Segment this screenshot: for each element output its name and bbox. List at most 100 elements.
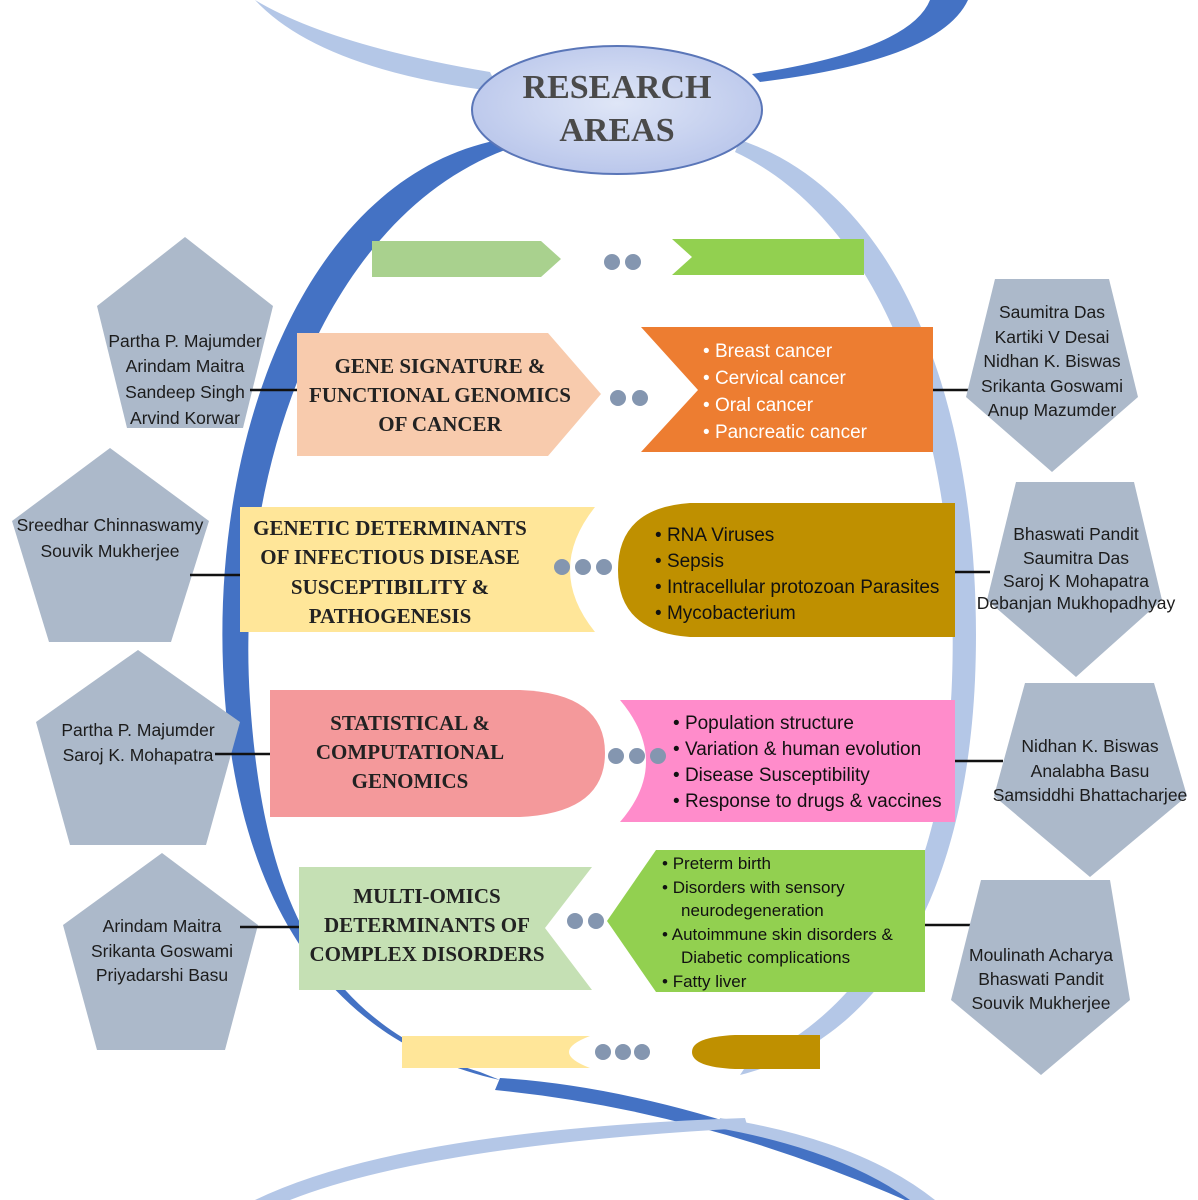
area1-title-line: FUNCTIONAL GENOMICS xyxy=(309,383,571,407)
area2-bullet-box xyxy=(618,503,955,637)
deco-top-left-arrow xyxy=(372,241,561,277)
area2-right-pentagon xyxy=(987,482,1162,677)
area2-right-name: Saroj K Mohapatra xyxy=(1003,571,1149,591)
area2-bullet: • Mycobacterium xyxy=(655,603,796,624)
deco-dot xyxy=(634,1044,650,1060)
deco-dot xyxy=(625,254,641,270)
area2-dot xyxy=(575,559,591,575)
area3-left-pentagon xyxy=(36,650,240,845)
area4-title-box xyxy=(299,867,592,990)
deco-bottom-left-shape xyxy=(402,1036,590,1068)
helix-top-light-crescent xyxy=(255,0,500,92)
title-line2: AREAS xyxy=(559,112,674,149)
area4-right-pentagon xyxy=(951,880,1130,1075)
area2-title-line: GENETIC DETERMINANTS xyxy=(253,516,527,540)
area1-right-name: Nidhan K. Biswas xyxy=(983,351,1120,371)
area-multi-omics: Arindam Maitra Srikanta Goswami Priyadar… xyxy=(63,850,1130,1075)
area4-bullet-cont: neurodegeneration xyxy=(681,901,824,920)
area4-bullet: • Fatty liver xyxy=(662,972,747,991)
deco-dot xyxy=(615,1044,631,1060)
area3-dot xyxy=(629,748,645,764)
area2-left-name: Souvik Mukherjee xyxy=(40,541,179,561)
area2-left-name: Sreedhar Chinnaswamy xyxy=(17,515,204,535)
area1-bullet: • Cervical cancer xyxy=(703,368,847,389)
area1-title-line: GENE SIGNATURE & xyxy=(335,354,546,378)
area4-left-name: Arindam Maitra xyxy=(103,916,222,936)
area3-title-line: COMPUTATIONAL xyxy=(316,740,504,764)
area3-title-line: STATISTICAL & xyxy=(330,711,490,735)
area4-left-pentagon xyxy=(63,853,258,1050)
area3-bullet: • Disease Susceptibility xyxy=(673,765,870,786)
area-statistical-genomics: Partha P. Majumder Saroj K. Mohapatra ST… xyxy=(36,650,1187,877)
area1-bullet: • Pancreatic cancer xyxy=(703,422,868,443)
area1-left-name: Arindam Maitra xyxy=(126,356,245,376)
area1-bullet-box xyxy=(641,327,933,452)
area-gene-signature: Partha P. Majumder Arindam Maitra Sandee… xyxy=(97,237,1138,472)
area1-bullet: • Breast cancer xyxy=(703,341,833,362)
area3-left-name: Saroj K. Mohapatra xyxy=(63,745,214,765)
area-infectious-disease: Sreedhar Chinnaswamy Souvik Mukherjee GE… xyxy=(12,448,1175,677)
area4-left-name: Srikanta Goswami xyxy=(91,941,233,961)
area3-right-name: Samsiddhi Bhattacharjee xyxy=(993,785,1188,805)
area2-dot xyxy=(596,559,612,575)
deco-dot xyxy=(604,254,620,270)
area4-bullet-cont: Diabetic complications xyxy=(681,948,850,967)
area4-bullet: • Disorders with sensory xyxy=(662,878,845,897)
area3-dot xyxy=(650,748,666,764)
area1-bullet: • Oral cancer xyxy=(703,395,814,416)
area4-dot xyxy=(588,913,604,929)
helix-bottom-light-crescent xyxy=(255,1118,748,1200)
area1-left-name: Sandeep Singh xyxy=(125,382,245,402)
area4-title-line: MULTI-OMICS xyxy=(353,884,500,908)
area2-dot xyxy=(554,559,570,575)
deco-top-right-arrow xyxy=(672,239,864,275)
area1-left-pentagon xyxy=(97,237,273,428)
area1-left-name: Arvind Korwar xyxy=(130,408,240,428)
area2-right-name: Debanjan Mukhopadhyay xyxy=(977,593,1176,613)
area4-dot xyxy=(567,913,583,929)
area2-right-name: Bhaswati Pandit xyxy=(1013,524,1139,544)
area3-bullet-box xyxy=(620,700,955,822)
deco-bottom-right-shape xyxy=(692,1035,820,1069)
area2-bullet: • Sepsis xyxy=(655,551,724,572)
area4-bullet: • Autoimmune skin disorders & xyxy=(662,925,894,944)
area1-dot xyxy=(632,390,648,406)
area2-right-name: Saumitra Das xyxy=(1023,548,1129,568)
area3-right-pentagon xyxy=(994,683,1187,877)
area2-bullet: • Intracellular protozoan Parasites xyxy=(655,577,939,598)
deco-dot xyxy=(595,1044,611,1060)
area1-title-box xyxy=(297,333,601,456)
area2-title-line: OF INFECTIOUS DISEASE xyxy=(260,545,519,569)
area3-title-box xyxy=(270,690,605,817)
area2-left-pentagon xyxy=(12,448,209,642)
area4-bullet-box xyxy=(607,850,925,992)
area4-right-name: Bhaswati Pandit xyxy=(978,969,1104,989)
helix-bottom-light-crescent-right xyxy=(718,1118,935,1200)
area1-title-line: OF CANCER xyxy=(378,412,502,436)
area1-right-name: Saumitra Das xyxy=(999,302,1105,322)
area1-left-name: Partha P. Majumder xyxy=(108,331,262,351)
area3-right-name: Nidhan K. Biswas xyxy=(1021,736,1158,756)
title-line1: RESEARCH xyxy=(523,69,712,106)
area1-right-name: Kartiki V Desai xyxy=(995,327,1110,347)
area2-title-line: SUSCEPTIBILITY & xyxy=(291,575,489,599)
area1-right-pentagon xyxy=(966,279,1138,472)
area4-right-name: Souvik Mukherjee xyxy=(971,993,1110,1013)
area3-dot xyxy=(608,748,624,764)
bottom-decoration xyxy=(402,1035,820,1069)
area4-title-line: DETERMINANTS OF xyxy=(324,913,530,937)
helix-left-dark-arc xyxy=(222,140,505,1080)
area2-title-box xyxy=(240,507,595,632)
area3-left-name: Partha P. Majumder xyxy=(61,720,215,740)
helix-top-dark-crescent xyxy=(752,0,968,82)
area1-right-name: Srikanta Goswami xyxy=(981,376,1123,396)
area3-right-name: Analabha Basu xyxy=(1031,761,1150,781)
helix-bottom-dark-crescent xyxy=(495,1078,930,1200)
area3-bullet: • Response to drugs & vaccines xyxy=(673,791,942,812)
area4-left-name: Priyadarshi Basu xyxy=(96,965,228,985)
area4-right-name: Moulinath Acharya xyxy=(969,945,1113,965)
area2-bullet: • RNA Viruses xyxy=(655,525,774,546)
top-decoration xyxy=(372,239,864,277)
area3-bullet: • Variation & human evolution xyxy=(673,739,921,760)
